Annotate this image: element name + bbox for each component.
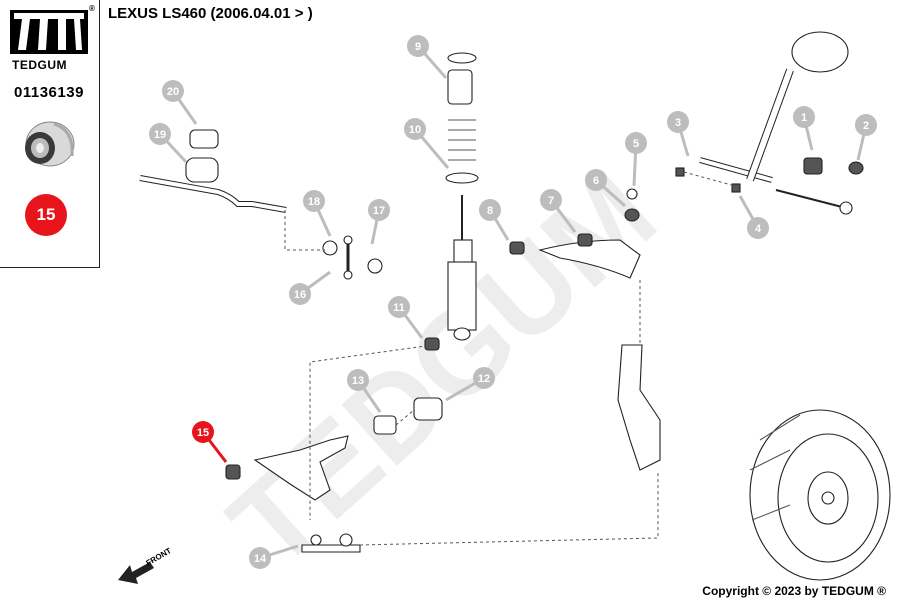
callout-number-8: 8 — [487, 205, 493, 217]
brand-name: TEDGUM — [12, 58, 67, 72]
copyright-text: Copyright © 2023 by TEDGUM ® — [702, 584, 886, 598]
callout-circle-3 — [667, 111, 689, 133]
callout-number-9: 9 — [415, 41, 421, 53]
front-arrow: FRONT — [118, 546, 173, 584]
callout-number-14: 14 — [254, 553, 267, 565]
callout-circle-16 — [289, 283, 311, 305]
callout-number-2: 2 — [863, 120, 869, 132]
callout-number-6: 6 — [593, 175, 599, 187]
vehicle-title: LEXUS LS460 (2006.04.01 > ) — [108, 5, 313, 22]
callout-number-1: 1 — [801, 112, 807, 124]
connector-lines — [284, 171, 736, 546]
callout-number-10: 10 — [409, 124, 421, 136]
callout-circle-5 — [625, 132, 647, 154]
callout-circle-4 — [747, 217, 769, 239]
callout-number-5: 5 — [633, 138, 639, 150]
callout-circle-10 — [404, 118, 426, 140]
callout-circle-8 — [479, 199, 501, 221]
callout-number-17: 17 — [373, 205, 385, 217]
watermark-text: TEDGUM — [205, 146, 681, 594]
callout-number-4: 4 — [755, 223, 762, 235]
part-number: 01136139 — [14, 84, 84, 101]
callout-circle-13 — [347, 369, 369, 391]
parts-drawing — [139, 31, 891, 581]
callout-number-19: 19 — [154, 129, 166, 141]
callout-number-7: 7 — [548, 195, 554, 207]
callout-number-16: 16 — [294, 289, 306, 301]
callout-number-11: 11 — [393, 302, 405, 314]
callout-circle-6 — [585, 169, 607, 191]
tedgum-logo — [10, 10, 88, 54]
product-panel: ® TEDGUM 01136139 15 — [0, 0, 100, 268]
callout-number-13: 13 — [352, 375, 364, 387]
callout-circle-1 — [793, 106, 815, 128]
callout-circle-15 — [192, 421, 214, 443]
callout-number-12: 12 — [478, 373, 490, 385]
bushing-photo — [25, 121, 75, 167]
callout-circle-2 — [855, 114, 877, 136]
callout-circle-19 — [149, 123, 171, 145]
callout-number-20: 20 — [167, 86, 179, 98]
callout-number-18: 18 — [308, 196, 320, 208]
callout-circle-20 — [162, 80, 184, 102]
front-label: FRONT — [145, 546, 173, 568]
callout-circle-17 — [368, 199, 390, 221]
callout-circle-12 — [473, 367, 495, 389]
callout-number-15: 15 — [197, 427, 209, 439]
callout-circle-18 — [303, 190, 325, 212]
callout-circle-9 — [407, 35, 429, 57]
callout-circle-14 — [249, 547, 271, 569]
callout-number-3: 3 — [675, 117, 681, 129]
callout-circle-7 — [540, 189, 562, 211]
registered-mark: ® — [89, 4, 95, 13]
callout-circle-11 — [388, 296, 410, 318]
highlight-badge: 15 — [25, 194, 67, 236]
